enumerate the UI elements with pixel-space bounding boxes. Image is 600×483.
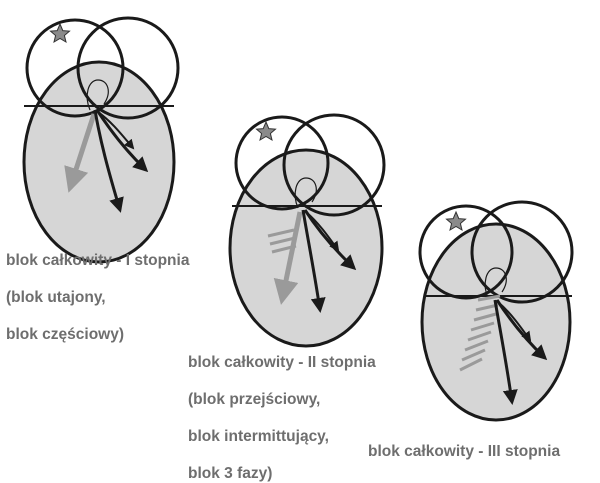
- atrium-circle-right: [76, 16, 180, 120]
- caption-line: blok całkowity - II stopnia: [188, 353, 376, 371]
- caption-line: (blok utajony,: [6, 288, 106, 306]
- conduction-loop: [294, 177, 317, 209]
- blocked-impulse-hatch: [459, 294, 501, 372]
- caption-line: blok intermittujący,: [188, 427, 329, 445]
- atrium-circle-left: [418, 204, 514, 300]
- star-icon: [445, 210, 467, 232]
- caption-degree-1: blok całkowity - I stopnia (blok utajony…: [6, 233, 189, 344]
- ventricle-ellipse: [228, 148, 384, 348]
- atrium-circle-right: [282, 113, 386, 217]
- ventricle-ellipse: [22, 60, 176, 264]
- vector-dark-3: [97, 111, 135, 150]
- caption-degree-3: blok całkowity - III stopnia: [368, 424, 560, 461]
- diagram-degree-3: [418, 200, 574, 422]
- vector-dark-1: [93, 109, 124, 213]
- delayed-vector-gray: [273, 211, 303, 305]
- caption-degree-2: blok całkowity - II stopnia (blok przejś…: [188, 335, 376, 483]
- vector-dark-1: [493, 299, 518, 405]
- atrium-circle-right: [470, 200, 574, 304]
- vector-dark-3: [497, 301, 532, 342]
- vector-dark-1: [301, 209, 326, 313]
- ventricle-ellipse: [420, 222, 572, 422]
- diagram-degree-1: [22, 16, 180, 264]
- av-block-diagram: [22, 16, 574, 422]
- atrium-circle-left: [25, 18, 125, 118]
- conduction-loop: [86, 79, 109, 111]
- caption-line: blok 3 fazy): [188, 464, 273, 482]
- vector-dark-2: [95, 109, 149, 173]
- star-icon: [49, 22, 71, 44]
- vector-dark-3: [305, 211, 340, 252]
- caption-line: blok częściowy): [6, 325, 125, 343]
- atrium-circle-left: [234, 115, 330, 211]
- star-icon: [255, 120, 277, 142]
- caption-line: (blok przejściowy,: [188, 390, 321, 408]
- caption-line: blok całkowity - I stopnia: [6, 251, 190, 269]
- conduction-loop: [484, 267, 507, 299]
- diagram-degree-2: [228, 113, 386, 348]
- caption-line: blok całkowity - III stopnia: [368, 442, 561, 460]
- delayed-vector-gray: [64, 113, 97, 193]
